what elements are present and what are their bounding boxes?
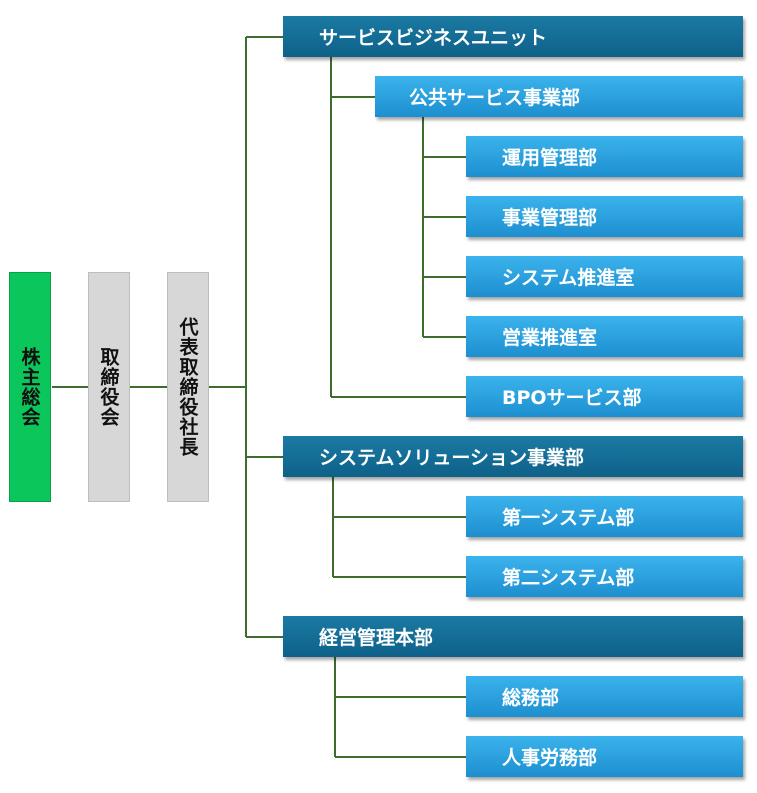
department-label: 事業管理部 <box>502 207 598 229</box>
second-system-dept-box: 第二システム部 <box>466 556 743 597</box>
shareholders-meeting-box: 株主総会 <box>9 272 51 502</box>
department-label: 総務部 <box>502 687 560 709</box>
service-business-unit-box: サービスビジネスユニット <box>283 16 743 57</box>
department-label: BPOサービス部 <box>502 387 642 409</box>
president-label: 代表取締役社長 <box>176 317 199 457</box>
unit-label: システムソリューション事業部 <box>319 447 585 469</box>
system-promotion-office-box: システム推進室 <box>466 256 743 297</box>
president-box: 代表取締役社長 <box>167 272 209 502</box>
department-label: システム推進室 <box>502 267 635 289</box>
management-hq-box: 経営管理本部 <box>283 616 743 657</box>
operations-management-dept-box: 運用管理部 <box>466 136 743 177</box>
public-service-division-box: 公共サービス事業部 <box>375 76 743 117</box>
unit-label: サービスビジネスユニット <box>319 27 548 49</box>
first-system-dept-box: 第一システム部 <box>466 496 743 537</box>
board-of-directors-box: 取締役会 <box>88 272 130 502</box>
shareholders-meeting-label: 株主総会 <box>18 347 41 427</box>
department-label: 第二システム部 <box>502 567 635 589</box>
system-solution-division-box: システムソリューション事業部 <box>283 436 743 477</box>
unit-label: 経営管理本部 <box>319 627 434 649</box>
sales-promotion-office-box: 営業推進室 <box>466 316 743 357</box>
bpo-service-dept-box: BPOサービス部 <box>466 376 743 417</box>
department-label: 営業推進室 <box>502 327 598 349</box>
board-of-directors-label: 取締役会 <box>97 347 120 427</box>
department-label: 第一システム部 <box>502 507 635 529</box>
business-management-dept-box: 事業管理部 <box>466 196 743 237</box>
department-label: 人事労務部 <box>502 747 598 769</box>
division-label: 公共サービス事業部 <box>409 87 581 109</box>
general-affairs-dept-box: 総務部 <box>466 676 743 717</box>
department-label: 運用管理部 <box>502 147 598 169</box>
hr-labor-dept-box: 人事労務部 <box>466 736 743 777</box>
